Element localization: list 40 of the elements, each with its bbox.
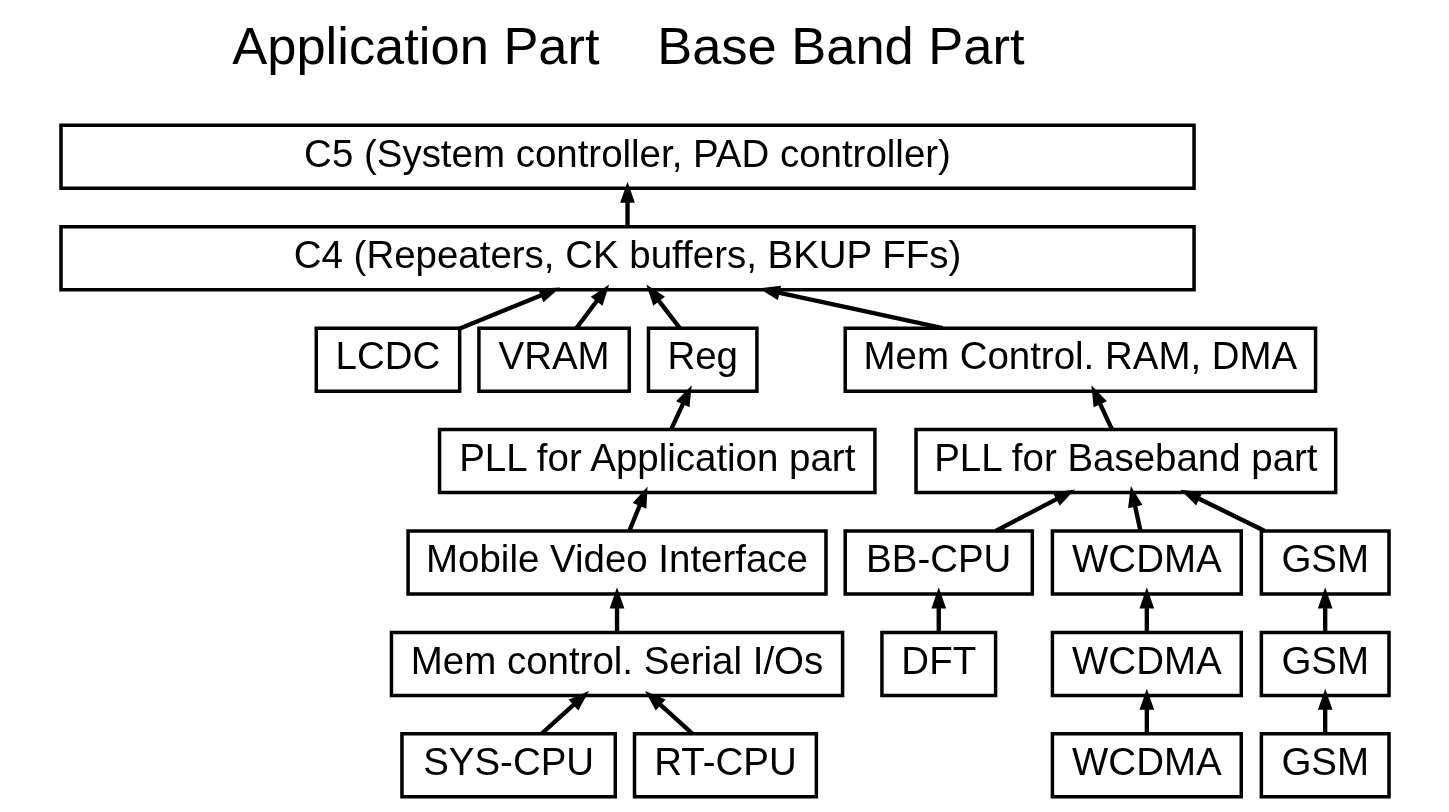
node-box: WCDMA [1050, 529, 1243, 596]
node-box: GSM [1259, 529, 1391, 596]
node-box: C5 (System controller, PAD controller) [58, 123, 1196, 191]
node-box: WCDMA [1050, 732, 1243, 799]
node-box: RT-CPU [632, 732, 818, 799]
arrow [626, 486, 648, 532]
label: Base Band Part [656, 17, 1024, 76]
node-box: SYS-CPU [399, 732, 617, 799]
arrow [930, 587, 946, 633]
arrow [1138, 587, 1154, 633]
arrow [619, 181, 635, 227]
arrow [668, 385, 692, 431]
node-box: DFT [879, 630, 997, 698]
node-box: Mem control. Serial I/Os [389, 630, 844, 698]
arrow [1179, 489, 1265, 533]
node-box: BB-CPU [842, 529, 1034, 596]
node-box: GSM [1259, 630, 1391, 698]
node-box: Mem Control. RAM, DMA [842, 326, 1317, 393]
arrow [994, 489, 1075, 533]
label: Application Part [231, 17, 600, 76]
node-box: PLL for Application part [437, 427, 877, 495]
arrow [574, 284, 609, 330]
arrow [1317, 688, 1333, 734]
arrow [644, 690, 694, 736]
node-box: PLL for Baseband part [913, 427, 1337, 495]
arrow [1317, 587, 1333, 633]
arrow [645, 284, 681, 330]
node-box: C4 (Repeaters, CK buffers, BKUP FFs) [58, 225, 1196, 292]
arrow [458, 287, 560, 331]
node-box: VRAM [476, 326, 631, 393]
node-box: WCDMA [1050, 630, 1243, 698]
arrow [1090, 385, 1114, 431]
node-box: Mobile Video Interface [405, 529, 828, 596]
node-box: Reg [646, 326, 759, 393]
node-box: GSM [1259, 732, 1391, 799]
arrow [609, 587, 624, 633]
arrow [1138, 688, 1154, 734]
arrow [1127, 486, 1143, 532]
node-box: LCDC [314, 326, 461, 393]
arrow [539, 690, 589, 736]
